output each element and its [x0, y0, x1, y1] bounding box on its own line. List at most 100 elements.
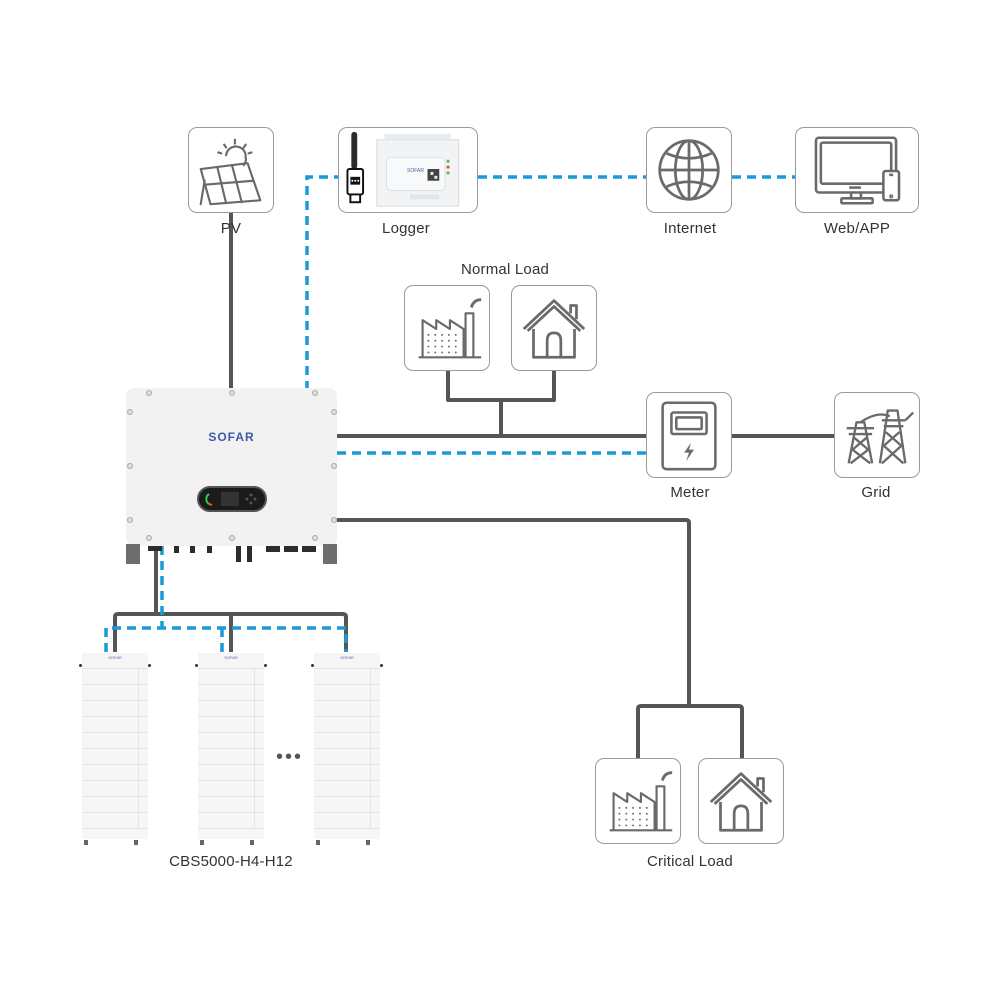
screw — [127, 409, 133, 415]
battery-module-1[interactable]: SOFAR — [79, 653, 151, 845]
connector — [284, 546, 298, 552]
battery-segment — [82, 828, 148, 829]
inverter-to-critical-load-line — [337, 518, 691, 706]
screw — [331, 409, 337, 415]
screw — [146, 390, 152, 396]
battery-segment — [314, 732, 380, 733]
critical-load-branch-line — [636, 704, 744, 758]
transmission-tower-icon — [846, 409, 914, 465]
screw — [229, 390, 235, 396]
normal-load-factory-line — [446, 370, 556, 402]
battery-leg — [134, 840, 138, 845]
critical-load-factory-node[interactable] — [595, 758, 681, 844]
battery-segment — [314, 700, 380, 701]
webapp-label: Web/APP — [823, 220, 891, 237]
battery-top-panel — [82, 653, 148, 669]
battery-leg — [250, 840, 254, 845]
battery-segment — [82, 716, 148, 717]
normal-load-house-node[interactable] — [511, 285, 597, 371]
battery-segment — [82, 812, 148, 813]
battery-leg — [316, 840, 320, 845]
inverter[interactable]: SOFAR — [126, 388, 337, 546]
battery-ear — [79, 664, 82, 667]
battery-segment — [314, 748, 380, 749]
battery-leg — [200, 840, 204, 845]
battery-brand: SOFAR — [224, 655, 238, 660]
connector — [207, 546, 212, 553]
connector — [148, 546, 162, 551]
battery-segment — [314, 812, 380, 813]
battery-segment — [82, 780, 148, 781]
logger-node[interactable]: SOFAR — [338, 127, 478, 213]
battery-ear — [195, 664, 198, 667]
logger-brand: SOFAR — [407, 168, 424, 174]
battery-module-3[interactable]: SOFAR — [311, 653, 383, 845]
house-icon — [709, 772, 773, 832]
critical-load-label: Critical Load — [647, 853, 733, 870]
battery-segment — [198, 812, 264, 813]
more-batteries-ellipsis: ••• — [276, 746, 304, 768]
inverter-foot-right — [323, 544, 337, 564]
screw — [127, 517, 133, 523]
battery-segment — [198, 716, 264, 717]
meter-node[interactable] — [646, 392, 732, 478]
globe-icon — [658, 139, 720, 201]
battery-segment — [198, 748, 264, 749]
screw — [312, 390, 318, 396]
battery-brand: SOFAR — [340, 655, 354, 660]
pv-node[interactable] — [188, 127, 274, 213]
screw — [331, 517, 337, 523]
grid-label: Grid — [861, 484, 891, 501]
house-icon — [522, 299, 586, 359]
screw — [312, 535, 318, 541]
meter-icon — [661, 401, 717, 471]
battery-segment — [314, 764, 380, 765]
battery-segment — [198, 700, 264, 701]
screw — [229, 535, 235, 541]
battery-segment — [198, 796, 264, 797]
logger-to-inverter-comm-line — [305, 175, 338, 390]
battery-segment — [314, 780, 380, 781]
display-indicators — [205, 492, 257, 506]
battery-leg — [366, 840, 370, 845]
meter-label: Meter — [670, 484, 710, 501]
battery-top-panel — [314, 653, 380, 669]
battery-brand: SOFAR — [108, 655, 122, 660]
battery-ear — [380, 664, 383, 667]
battery-segment — [314, 828, 380, 829]
battery-segment — [82, 732, 148, 733]
grid-node[interactable] — [834, 392, 920, 478]
pv-label: PV — [220, 220, 242, 237]
normal-load-factory-node[interactable] — [404, 285, 490, 371]
critical-load-house-node[interactable] — [698, 758, 784, 844]
battery-module-2[interactable]: SOFAR — [195, 653, 267, 845]
battery-segment — [82, 764, 148, 765]
screw — [127, 463, 133, 469]
battery-segment — [82, 684, 148, 685]
battery-segment — [198, 828, 264, 829]
internet-label: Internet — [663, 220, 717, 237]
screw — [146, 535, 152, 541]
battery-segment — [198, 764, 264, 765]
battery-ear — [264, 664, 267, 667]
connector — [302, 546, 316, 552]
connector — [247, 546, 252, 562]
battery-segment — [198, 732, 264, 733]
battery-segment — [314, 684, 380, 685]
logger-device-icon — [346, 131, 460, 207]
screw — [331, 463, 337, 469]
factory-icon — [609, 771, 673, 832]
solar-panel-icon — [199, 138, 262, 206]
battery-segment — [82, 748, 148, 749]
logger-label: Logger — [382, 220, 430, 237]
webapp-node[interactable] — [795, 127, 919, 213]
internet-node[interactable] — [646, 127, 732, 213]
battery-segment — [198, 780, 264, 781]
inverter-foot-left — [126, 544, 140, 564]
battery-segment — [82, 700, 148, 701]
monitor-phone-icon — [814, 136, 901, 205]
battery-segment — [314, 796, 380, 797]
battery-segment — [82, 796, 148, 797]
battery-ear — [311, 664, 314, 667]
